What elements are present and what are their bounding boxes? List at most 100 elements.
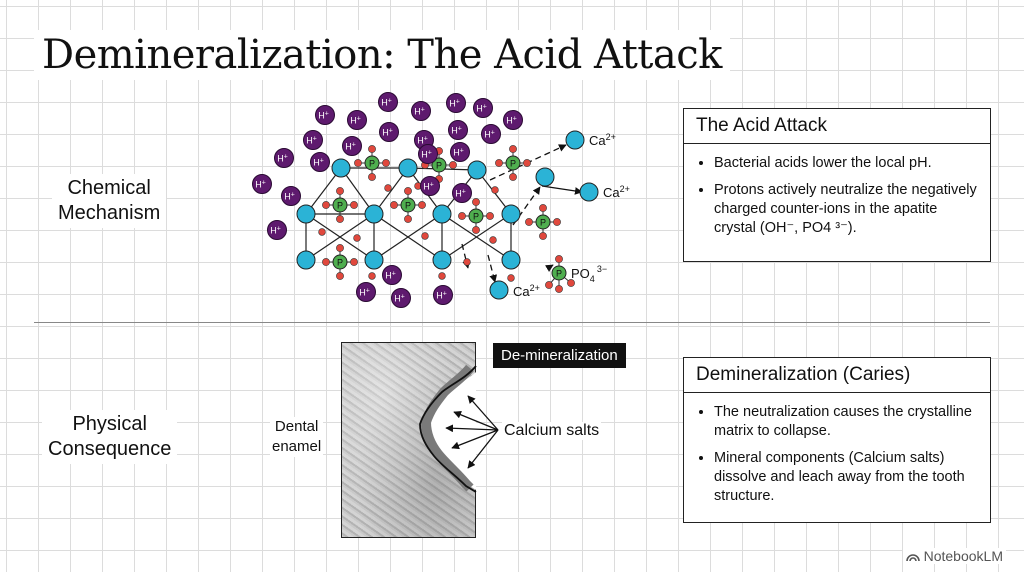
- oxygen-atom: [555, 255, 563, 263]
- oxygen-atom: [368, 145, 376, 153]
- phosphorus-label: P: [337, 201, 343, 211]
- oxygen-atom: [509, 145, 517, 153]
- demineralization-bullet: Mineral components (Calcium salts) disso…: [714, 449, 978, 506]
- demineralization-bullet: The neutralization causes the crystallin…: [714, 403, 978, 441]
- phosphorus-atom: [364, 155, 380, 171]
- phosphorus-atom: [431, 157, 447, 173]
- oxygen-atom: [404, 187, 412, 195]
- calcium-node: [501, 250, 521, 270]
- calcium-node: [364, 204, 384, 224]
- hydrogen-ion-label: H+: [414, 107, 425, 117]
- hydrogen-ion: [450, 142, 470, 162]
- hydrogen-ion: [382, 265, 402, 285]
- hydrogen-ion-label: H+: [394, 294, 405, 304]
- oxygen-atom: [318, 228, 326, 236]
- calcium-node: [364, 250, 384, 270]
- hydrogen-ion: [448, 120, 468, 140]
- hydrogen-ion: [391, 288, 411, 308]
- oxygen-atom: [472, 226, 480, 234]
- hydrogen-ion: [315, 105, 335, 125]
- hydrogen-ion-label: H+: [359, 288, 370, 298]
- oxygen-atom: [336, 215, 344, 223]
- oxygen-atom: [438, 272, 446, 280]
- hydrogen-ion: [310, 152, 330, 172]
- calcium-node: [296, 204, 316, 224]
- hydrogen-ion: [378, 92, 398, 112]
- oxygen-atom: [421, 232, 429, 240]
- lattice-bond: [305, 213, 375, 261]
- phosphorus-label: P: [369, 159, 375, 169]
- phosphorus-atom: [551, 265, 567, 281]
- calcium-node: [432, 250, 452, 270]
- dispersal-arrow: [512, 186, 541, 226]
- hydrogen-ion-label: H+: [476, 104, 487, 114]
- hydrogen-ion-label: H+: [451, 126, 462, 136]
- oxygen-atom: [491, 186, 499, 194]
- phosphorus-label: P: [405, 201, 411, 211]
- demineralization-heading: Demineralization (Caries): [684, 358, 990, 393]
- hydrogen-ion: [503, 110, 523, 130]
- oxygen-atom: [507, 274, 515, 282]
- demineralization-bullets: The neutralization causes the crystallin…: [684, 393, 990, 522]
- demineralization-card: Demineralization (Caries) The neutraliza…: [683, 357, 991, 523]
- hydrogen-ion-label: H+: [484, 130, 495, 140]
- oxygen-atom: [567, 279, 575, 287]
- hydrogen-ion-label: H+: [306, 136, 317, 146]
- lattice-bond: [305, 167, 342, 215]
- hydrogen-ion-label: H+: [318, 111, 329, 121]
- oxygen-atom: [353, 234, 361, 242]
- hydrogen-ion-label: H+: [313, 158, 324, 168]
- phosphorus-atom: [400, 197, 416, 213]
- dispersal-arrow: [541, 185, 583, 195]
- hydrogen-ion: [303, 130, 323, 150]
- hydrogen-ion: [433, 285, 453, 305]
- hydrogen-ion-label: H+: [455, 189, 466, 199]
- oxygen-atom: [350, 258, 358, 266]
- oxygen-atom: [354, 159, 362, 167]
- dispersal-arrow: [487, 254, 498, 283]
- hydrogen-ion-label: H+: [417, 136, 428, 146]
- oxygen-atom: [449, 161, 457, 169]
- demineralization-tag: De-mineralization: [493, 343, 626, 368]
- oxygen-atom: [368, 173, 376, 181]
- oxygen-atom: [336, 187, 344, 195]
- phosphorus-label: P: [510, 159, 516, 169]
- free-calcium-ion: [579, 182, 599, 202]
- oxygen-atom: [458, 212, 466, 220]
- hydrogen-ion: [418, 144, 438, 164]
- oxygen-atom: [472, 198, 480, 206]
- oxygen-atom: [539, 204, 547, 212]
- hydrogen-ion-label: H+: [436, 291, 447, 301]
- phosphorus-label: P: [436, 161, 442, 171]
- hydrogen-ion-label: H+: [506, 116, 517, 126]
- hydrogen-ion-label: H+: [382, 128, 393, 138]
- lattice-bond: [441, 213, 512, 261]
- hydrogen-ion-label: H+: [350, 116, 361, 126]
- oxygen-atom: [486, 212, 494, 220]
- free-calcium-ion: [535, 167, 555, 187]
- hydrogen-ion-label: H+: [277, 154, 288, 164]
- phosphorus-atom: [505, 155, 521, 171]
- free-calcium-ion: [489, 280, 509, 300]
- notebooklm-logo-icon: [905, 553, 920, 561]
- calcium-node: [501, 204, 521, 224]
- oxygen-atom: [336, 244, 344, 252]
- calcium-node: [467, 160, 487, 180]
- acid-attack-card: The Acid Attack Bacterial acids lower th…: [683, 108, 991, 262]
- oxygen-atom: [509, 173, 517, 181]
- oxygen-atom: [495, 159, 503, 167]
- phosphorus-label: P: [540, 218, 546, 228]
- oxygen-atom: [336, 272, 344, 280]
- acid-attack-heading: The Acid Attack: [684, 109, 990, 144]
- hydrogen-ion: [379, 122, 399, 142]
- acid-attack-bullets: Bacterial acids lower the local pH. Prot…: [684, 144, 990, 254]
- oxygen-atom: [322, 258, 330, 266]
- lattice-bond: [373, 213, 443, 261]
- oxygen-atom: [523, 159, 531, 167]
- oxygen-atom: [553, 218, 561, 226]
- oxygen-atom: [390, 201, 398, 209]
- oxygen-atom: [545, 281, 553, 289]
- phosphorus-label: P: [337, 258, 343, 268]
- calcium-node: [296, 250, 316, 270]
